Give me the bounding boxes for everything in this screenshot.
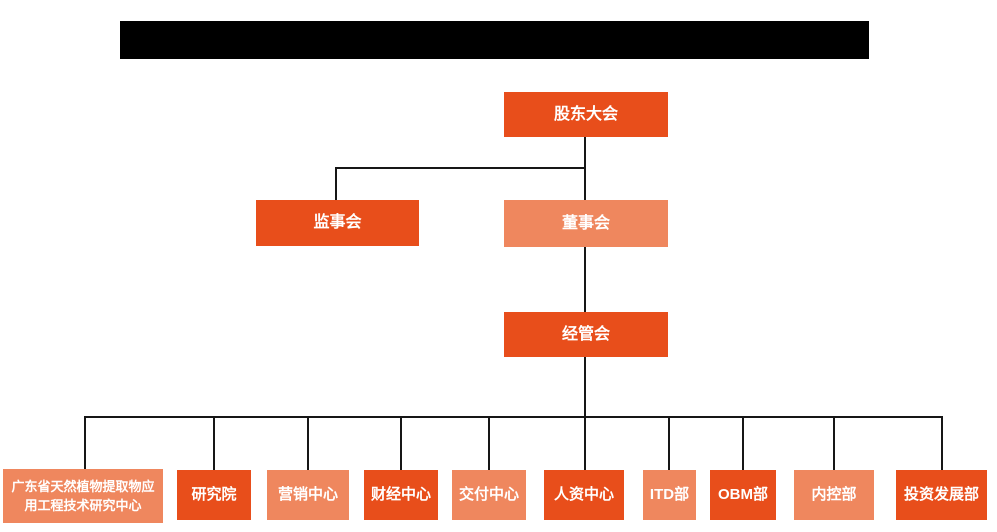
connector-drop-internal-control xyxy=(833,417,835,470)
connector-row2-horizontal xyxy=(335,167,586,169)
connector-drop-institute xyxy=(213,417,215,470)
connector-drop-finance xyxy=(400,417,402,470)
org-node-management-committee: 经管会 xyxy=(504,312,668,357)
org-node-internal-control-department: 内控部 xyxy=(794,470,874,520)
connector-board-management xyxy=(584,247,586,312)
org-node-shareholders-meeting: 股东大会 xyxy=(504,92,668,137)
connector-drop-delivery xyxy=(488,417,490,470)
org-node-research-institute: 研究院 xyxy=(177,470,251,520)
org-node-marketing-center: 营销中心 xyxy=(267,470,349,520)
org-node-delivery-center: 交付中心 xyxy=(452,470,526,520)
org-node-board-of-directors: 董事会 xyxy=(504,200,668,247)
connector-drop-investment xyxy=(941,417,943,470)
connector-drop-itd xyxy=(668,417,670,470)
connector-bottom-horizontal xyxy=(84,416,943,418)
org-node-obm-department: OBM部 xyxy=(710,470,776,520)
org-node-hr-center: 人资中心 xyxy=(544,470,624,520)
connector-drop-obm xyxy=(742,417,744,470)
org-node-research-center: 广东省天然植物提取物应用工程技术研究中心 xyxy=(3,469,163,523)
org-node-itd-department: ITD部 xyxy=(643,470,696,520)
redacted-title-bar xyxy=(120,21,869,59)
connector-management-down xyxy=(584,357,586,470)
org-node-finance-center: 财经中心 xyxy=(364,470,438,520)
connector-drop-research-center xyxy=(84,417,86,470)
connector-drop-marketing xyxy=(307,417,309,470)
org-node-investment-development-department: 投资发展部 xyxy=(896,470,987,520)
connector-supervisory-drop xyxy=(335,168,337,200)
org-node-supervisory-board: 监事会 xyxy=(256,200,419,246)
